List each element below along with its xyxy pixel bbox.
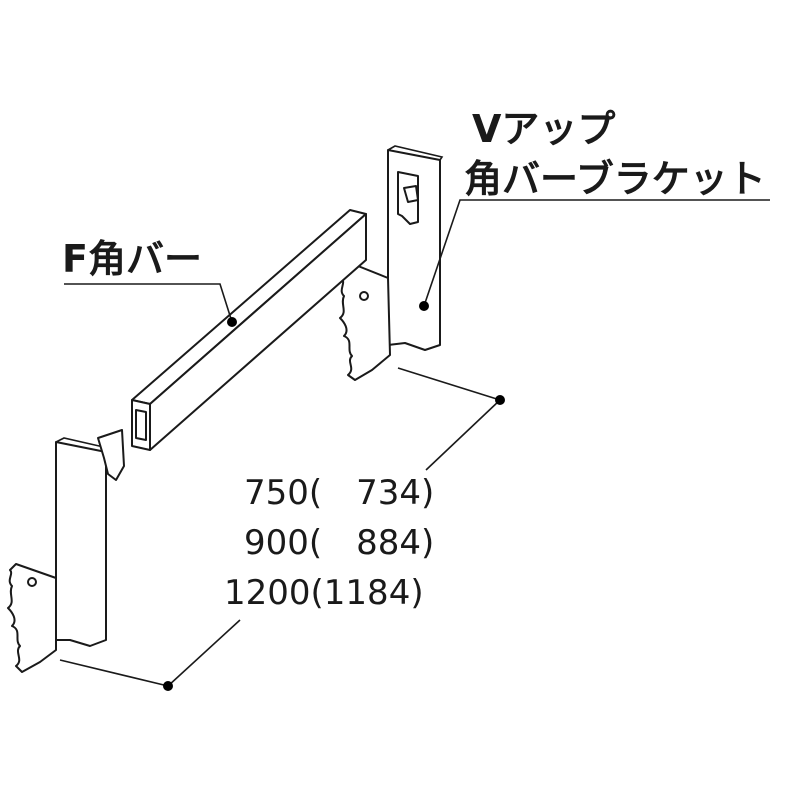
dimension-line: [59, 367, 505, 691]
right-bracket: [339, 145, 444, 381]
bar-leader: [64, 283, 237, 327]
left-bracket: [7, 429, 125, 673]
bracket-label-line2: 角バーブラケット: [464, 157, 766, 201]
bracket-leader: [419, 199, 770, 311]
bar-label: F角バー: [62, 237, 202, 281]
dimension-end-dot-left: [163, 681, 173, 691]
dimension-900: 900( 884): [244, 523, 434, 563]
dimension-750: 750( 734): [244, 473, 434, 513]
bracket-label-line1: Vアップ: [472, 107, 615, 151]
f-square-bar: [131, 209, 367, 451]
dimension-1200: 1200(1184): [224, 573, 424, 613]
dimension-end-dot-right: [495, 395, 505, 405]
